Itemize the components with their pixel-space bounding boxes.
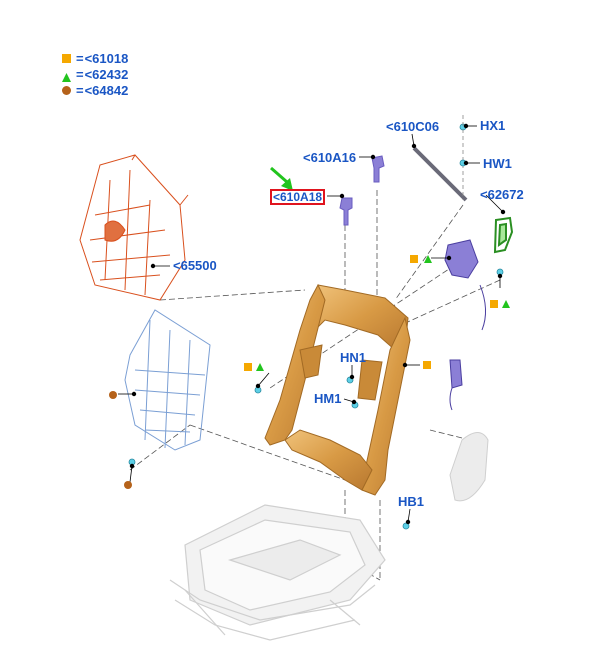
callout-610A16[interactable]: <610A16: [303, 150, 357, 165]
highlight-arrow: [270, 166, 293, 191]
legend-label[interactable]: <62432: [84, 67, 129, 82]
marker-62432: [424, 255, 432, 263]
callout-65500[interactable]: <65500: [173, 258, 217, 273]
leader-lines: [118, 123, 506, 525]
square-icon: [62, 54, 71, 63]
symbol-markers: [109, 255, 510, 489]
marker-64842: [109, 391, 117, 399]
callout-HW1[interactable]: HW1: [483, 156, 512, 171]
headrest-rod: [412, 146, 468, 202]
recliner-mechanism: [444, 239, 486, 411]
callout-HX1[interactable]: HX1: [480, 118, 506, 133]
marker-62432: [502, 300, 510, 308]
legend-item-61018: =<61018: [62, 51, 128, 67]
circle-icon: [62, 86, 71, 95]
backrest-spring-blue: [124, 309, 211, 451]
callout-HN1[interactable]: HN1: [340, 350, 367, 365]
backrest-spring-red: [79, 154, 189, 301]
headrest-guides: [339, 155, 385, 226]
seat-cushion-frame: [169, 504, 386, 641]
marker-64842: [124, 481, 132, 489]
callout-610A18-highlighted[interactable]: <610A18: [270, 189, 326, 205]
seat-back-frame: [264, 283, 411, 496]
callout-HB1[interactable]: HB1: [398, 494, 425, 509]
marker-61018: [423, 361, 431, 369]
legend-label[interactable]: <64842: [84, 83, 129, 98]
marker-62432: [256, 363, 264, 371]
marker-61018: [410, 255, 418, 263]
green-bracket: [493, 216, 514, 254]
triangle-icon: [62, 70, 71, 82]
marker-61018: [244, 363, 252, 371]
legend-item-64842: =<64842: [62, 83, 128, 99]
legend-item-62432: =<62432: [62, 67, 128, 83]
callout-610C06[interactable]: <610C06: [386, 119, 440, 134]
callout-HM1[interactable]: HM1: [314, 391, 342, 406]
legend: =<61018 =<62432 =<64842: [62, 51, 128, 99]
side-trim-cover: [449, 432, 489, 502]
marker-61018: [490, 300, 498, 308]
legend-label[interactable]: <61018: [84, 51, 129, 66]
callout-62672[interactable]: <62672: [480, 187, 524, 202]
